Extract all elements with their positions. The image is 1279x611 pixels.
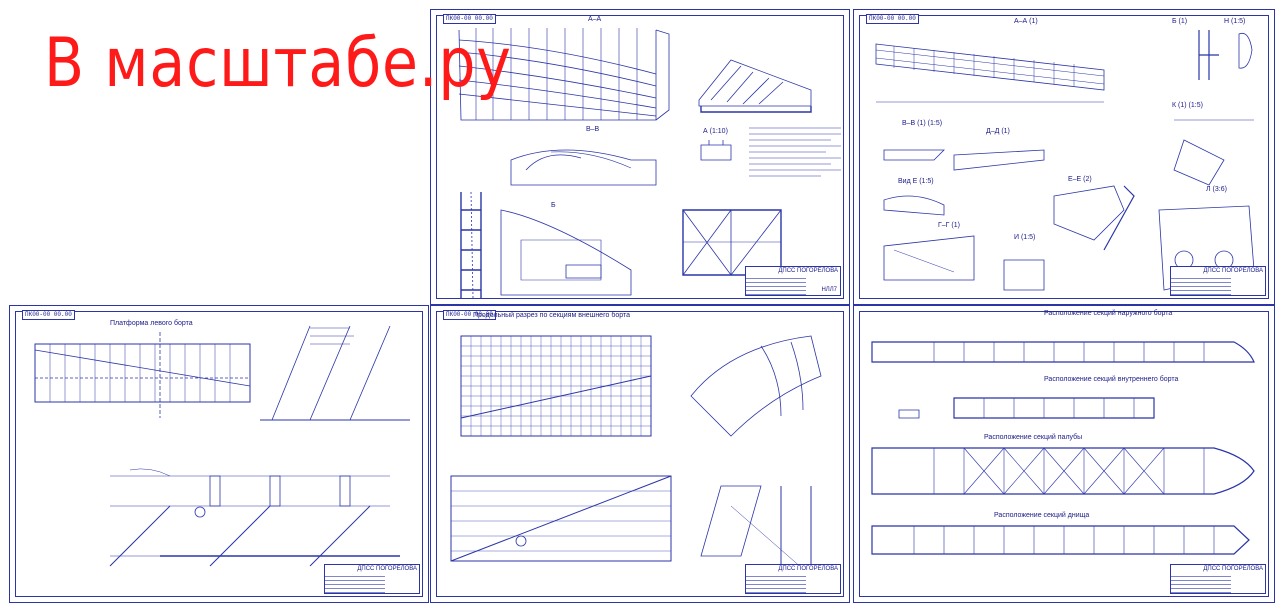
drawing-sheet-4: ПК00-00 00.00 Продольный разрез по секци… bbox=[430, 305, 850, 603]
view-title: Г–Г (1) bbox=[938, 222, 960, 229]
view-title: Е–Е (2) bbox=[1068, 176, 1092, 183]
view-title: Л (3:6) bbox=[1206, 186, 1227, 193]
view-title: В–В bbox=[586, 126, 600, 133]
title-block: ДПСС ПОГОРЕЛОВА bbox=[1170, 266, 1266, 296]
sheet-stamp: ПК00-00 00.00 bbox=[22, 310, 75, 320]
view-title: Расположение секций палубы bbox=[984, 434, 1083, 441]
title-block-firm: ДПСС ПОГОРЕЛОВА bbox=[1203, 566, 1263, 572]
title-block: ДПСС ПОГОРЕЛОВА bbox=[745, 564, 841, 594]
sheet-stamp: ПК00-00 00.00 bbox=[443, 310, 496, 320]
platform-drawing bbox=[34, 325, 410, 567]
view-title: Д–Д (1) bbox=[986, 128, 1010, 135]
title-block-firm: ДПСС ПОГОРЕЛОВА bbox=[778, 566, 838, 572]
title-block-grid bbox=[1171, 275, 1231, 295]
view-title: Расположение секций днища bbox=[994, 512, 1090, 519]
view-title: А–А (1) bbox=[1014, 18, 1038, 25]
drawing-sheet-5: Расположение секций наружного борта Расп… bbox=[853, 305, 1275, 603]
view-title: Вид Е (1:5) bbox=[898, 178, 934, 185]
title-block: ДПСС ПОГОРЕЛОВА bbox=[324, 564, 420, 594]
title-block-firm: ДПСС ПОГОРЕЛОВА bbox=[1203, 268, 1263, 274]
view-title: К (1) (1:5) bbox=[1172, 102, 1203, 109]
title-block-grid bbox=[325, 573, 385, 593]
drawing-sheet-1: ПК00-00 00.00 А–А В–В А (1:10) Б ДПСС ПО… bbox=[430, 9, 850, 305]
title-block-grid bbox=[746, 275, 806, 295]
view-title: Б (1) bbox=[1172, 18, 1188, 25]
drawing-sheet-3: ПК00-00 00.00 Платформа левого борта ДПС… bbox=[9, 305, 429, 603]
title-block-firm: ДПСС ПОГОРЕЛОВА bbox=[778, 268, 838, 274]
title-block: ДПСС ПОГОРЕЛОВА НЛЛ7 bbox=[745, 266, 841, 296]
view-title: В–В (1) (1:5) bbox=[902, 120, 943, 127]
longitudinal-section-drawing bbox=[450, 335, 822, 577]
title-block-code: НЛЛ7 bbox=[821, 287, 837, 293]
title-block-grid bbox=[1171, 573, 1231, 593]
view-title: Расположение секций наружного борта bbox=[1044, 310, 1173, 317]
sheet-stamp: ПК00-00 00.00 bbox=[866, 14, 919, 24]
view-title: А (1:10) bbox=[703, 128, 728, 135]
title-block: ДПСС ПОГОРЕЛОВА bbox=[1170, 564, 1266, 594]
site-watermark: В масштабе.ру bbox=[44, 24, 512, 103]
title-block-firm: ДПСС ПОГОРЕЛОВА bbox=[357, 566, 417, 572]
view-title: Расположение секций внутреннего борта bbox=[1044, 376, 1179, 383]
view-title: Платформа левого борта bbox=[110, 320, 193, 327]
view-title: Б bbox=[551, 202, 556, 209]
detail-views-drawing bbox=[875, 30, 1255, 291]
hull-section-drawing bbox=[458, 28, 841, 299]
view-title: И (1:5) bbox=[1014, 234, 1036, 241]
view-title: А–А bbox=[588, 16, 602, 23]
view-title: Продольный разрез по секциям внешнего бо… bbox=[473, 312, 630, 319]
view-title: Н (1:5) bbox=[1224, 18, 1246, 25]
title-block-grid bbox=[746, 573, 806, 593]
drawing-sheet-2: ПК00-00 00.00 А–А (1) Б (1) Н (1:5) К (1… bbox=[853, 9, 1275, 305]
section-layout-drawing bbox=[871, 341, 1255, 555]
sheet-stamp: ПК00-00 00.00 bbox=[443, 14, 496, 24]
